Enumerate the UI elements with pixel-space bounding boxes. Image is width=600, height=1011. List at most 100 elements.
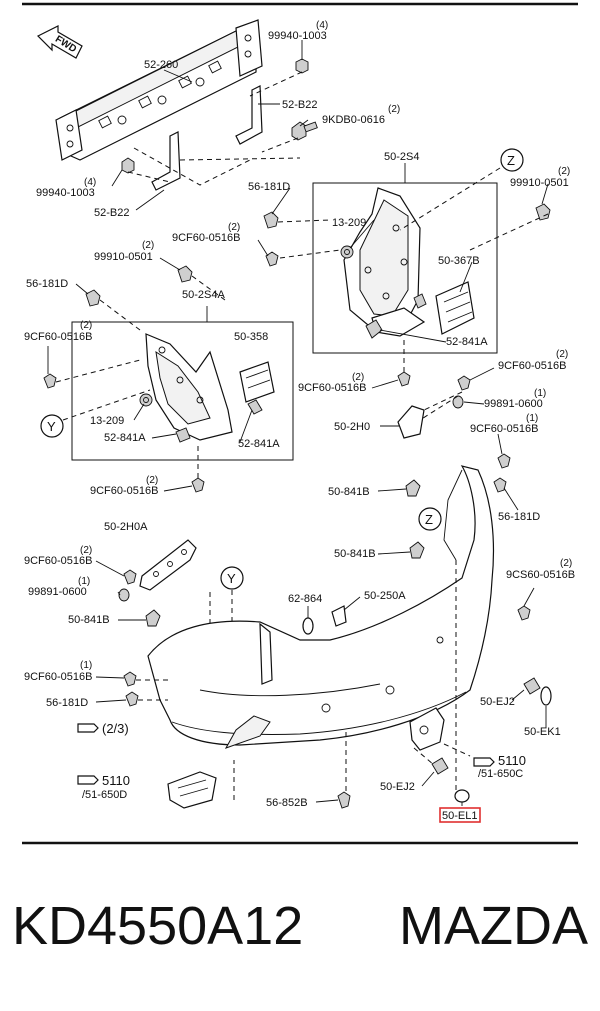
callout-z2-circle: Z	[418, 507, 442, 531]
label-50-841b-c: 50-841B	[68, 614, 110, 626]
callout-z: Z	[507, 153, 515, 168]
label-50-250a: 50-250A	[364, 590, 406, 602]
pad-50-367b	[435, 281, 475, 335]
label-52-841a-b: 52-841A	[104, 432, 146, 444]
label-52-b22-right: 52-B22	[282, 99, 317, 111]
qty-9cf60-a: (2)	[228, 222, 240, 233]
label-50-358: 50-358	[234, 331, 268, 343]
bracket-52-b22-right	[235, 85, 263, 145]
bolt-9cf60-f	[497, 453, 511, 469]
cover-62-864	[302, 617, 314, 635]
label-9cf60-0516b-g: 9CF60-0516B	[24, 555, 93, 567]
qty-99910-right: (2)	[558, 166, 570, 177]
caption-part-number: KD4550A12	[12, 896, 304, 956]
callout-y2-circle: Y	[220, 566, 244, 590]
label-56-181d-d: 56-181D	[46, 697, 88, 709]
label-50-2h0a: 50-2H0A	[104, 521, 148, 533]
clip-50-841b-b	[409, 541, 425, 559]
callout-z2: Z	[425, 512, 433, 527]
qty-9cf60-b: (2)	[80, 320, 92, 331]
label-9cf60-0516b-f: 9CF60-0516B	[90, 485, 159, 497]
caption-brand: MAZDA	[399, 896, 588, 956]
bolt-9cf60-b	[43, 373, 57, 389]
bolt-9cf60-d	[397, 371, 411, 387]
qty-9cf60-h: (1)	[80, 660, 92, 671]
washer-99891-0600-b	[118, 588, 130, 602]
harness-50-ej2-a	[523, 677, 541, 695]
callout-y-circle: Y	[40, 414, 64, 438]
bracket-50-2s4	[343, 187, 426, 337]
qty-9cf60-f: (2)	[146, 475, 158, 486]
reference-hand-icon-23	[77, 723, 99, 733]
label-50-el1: 50-EL1	[442, 810, 477, 822]
label-99891-0600-a: 99891-0600	[484, 398, 543, 410]
qty-99910-left: (2)	[142, 240, 154, 251]
reference-hand-icon-5110-left	[77, 775, 99, 785]
reference-hand-icon-5110-right	[473, 757, 495, 767]
ref-51-650d: /51-650D	[82, 789, 127, 801]
clip-52-841a-b	[175, 427, 191, 443]
harness-50-ej2-b	[431, 757, 449, 775]
label-13-209-a: 13-209	[332, 217, 366, 229]
label-50-ej2-b: 50-EJ2	[380, 781, 415, 793]
label-50-ej2-a: 50-EJ2	[480, 696, 515, 708]
callout-y: Y	[47, 419, 56, 434]
qty-9cf60-c: (2)	[352, 372, 364, 383]
bolt-9cf60-c	[191, 477, 205, 493]
callout-z-circle: Z	[500, 148, 524, 172]
label-99910-0501-right: 99910-0501	[510, 177, 569, 189]
label-56-181d-b: 56-181D	[26, 278, 68, 290]
ref-2-3: (2/3)	[102, 721, 129, 736]
qty-99940-top: (4)	[316, 20, 328, 31]
qty-9cf60-g: (2)	[80, 545, 92, 556]
bracket-52-b22-left	[151, 131, 181, 191]
label-50-2s4a: 50-2S4A	[182, 289, 225, 301]
bracket-50-2s4a	[145, 333, 233, 441]
reflex-lamp-left	[167, 771, 217, 809]
sensor-50-ek1	[540, 686, 552, 706]
bracket-50-2h0	[397, 405, 425, 439]
label-99910-0501-left: 99910-0501	[94, 251, 153, 263]
cap-50-el1	[454, 789, 470, 803]
label-50-841b-b: 50-841B	[334, 548, 376, 560]
bracket-50-250a	[331, 605, 347, 627]
label-50-ek1: 50-EK1	[524, 726, 561, 738]
label-9cf60-0516b-b: 9CF60-0516B	[24, 331, 93, 343]
grommet-13-209-a	[340, 245, 354, 259]
nut-99910-0501-left	[177, 265, 193, 283]
label-9cs60-0516b: 9CS60-0516B	[506, 569, 575, 581]
clip-50-841-inset	[413, 293, 427, 309]
bolt-9cf60-g	[123, 569, 137, 585]
bolt-56-181d-b	[85, 289, 101, 307]
bolt-9cf60-a	[265, 251, 279, 267]
bolt-56-181d-a	[263, 211, 279, 229]
ref-5110-right: 5110	[498, 753, 526, 768]
label-56-852b: 56-852B	[266, 797, 308, 809]
label-9cf60-0516b-h: 9CF60-0516B	[24, 671, 93, 683]
label-9kdb0-0616: 9KDB0-0616	[322, 114, 385, 126]
qty-99891-a: (1)	[534, 388, 546, 399]
label-50-367b: 50-367B	[438, 255, 480, 267]
nut-99910-0501-right	[535, 203, 551, 221]
label-9cf60-0516b-d: 9CF60-0516B	[498, 360, 567, 372]
label-52-260: 52-260	[144, 59, 178, 71]
label-9cf60-0516b-a: 9CF60-0516B	[172, 232, 241, 244]
label-50-841b-a: 50-841B	[328, 486, 370, 498]
bracket-50-2h0a	[139, 539, 197, 591]
clip-50-841b-c	[145, 609, 161, 627]
label-9cf60-0516b-c: 9CF60-0516B	[298, 382, 367, 394]
qty-9kdb0: (2)	[388, 104, 400, 115]
bolt-9cf60-h	[123, 671, 137, 687]
highlight-box-50-el1	[439, 807, 481, 823]
qty-99891-b: (1)	[78, 576, 90, 587]
rear-reinforcement-beam	[55, 19, 263, 161]
rear-bumper-cover	[147, 465, 495, 749]
pad-50-358	[239, 361, 275, 403]
ref-51-650c: /51-650C	[478, 768, 523, 780]
sensor-bracket	[409, 707, 445, 751]
label-50-2h0: 50-2H0	[334, 421, 370, 433]
label-50-2s4: 50-2S4	[384, 151, 419, 163]
qty-9cs60: (2)	[560, 558, 572, 569]
label-52-841a-a: 52-841A	[446, 336, 488, 348]
